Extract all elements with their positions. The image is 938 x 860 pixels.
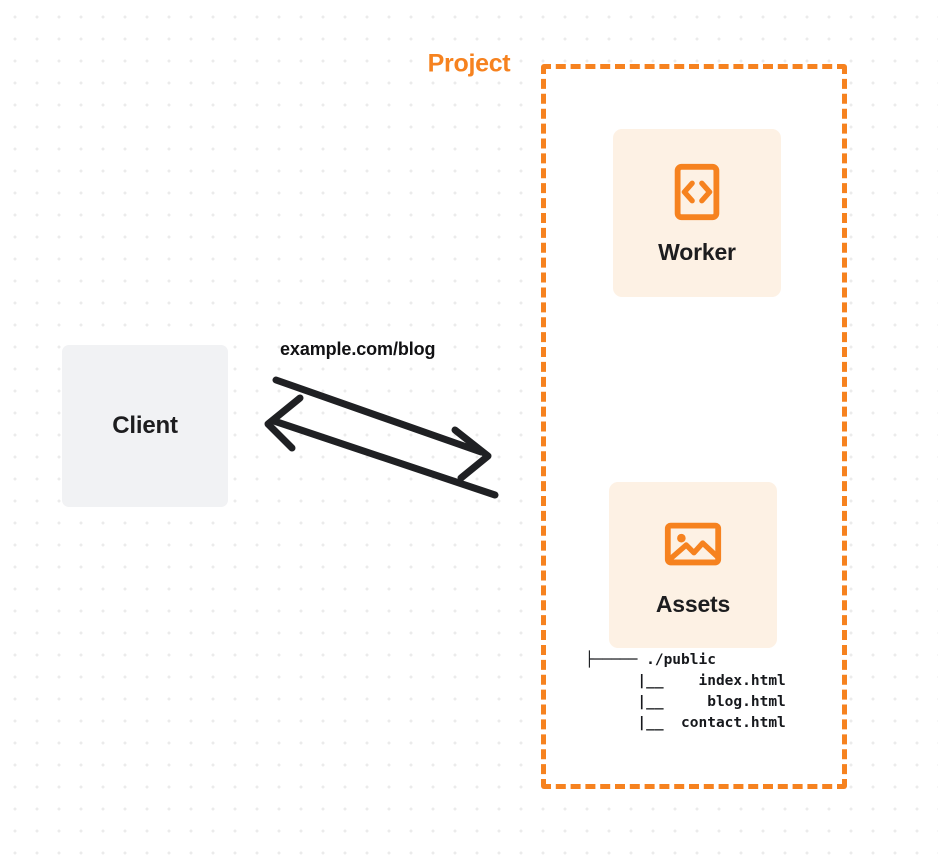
- code-brackets-icon: [666, 161, 728, 223]
- file-tree-item-index: |__ index.html: [585, 673, 786, 689]
- image-icon: [662, 513, 724, 575]
- request-arrow-icon: [272, 376, 492, 482]
- file-tree-item-contact: |__ contact.html: [585, 715, 786, 731]
- worker-node[interactable]: Worker: [613, 129, 781, 297]
- project-title: Project: [420, 49, 518, 79]
- file-tree-root: ├───── ./public: [585, 652, 716, 668]
- connection-url-label: example.com/blog: [280, 339, 436, 359]
- client-label: Client: [112, 412, 178, 439]
- worker-label: Worker: [658, 238, 736, 265]
- file-tree-item-blog: |__ blog.html: [585, 694, 786, 710]
- client-node[interactable]: Client: [62, 345, 228, 507]
- response-arrow-icon: [264, 394, 499, 499]
- assets-node[interactable]: Assets: [609, 482, 777, 648]
- assets-label: Assets: [655, 590, 731, 617]
- assets-file-tree: ├───── ./public |__ index.html |__ blog.…: [585, 650, 786, 734]
